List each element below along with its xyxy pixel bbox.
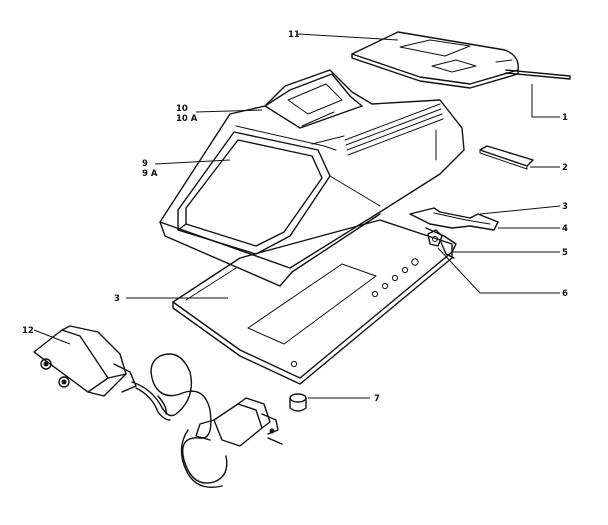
part-2-strip (479, 145, 534, 170)
callout-10: 10 10 A (176, 104, 198, 124)
callout-3-lower: 3 (114, 294, 120, 304)
callout-labels: 11 1 2 3 4 5 6 7 10 10 A 9 9 A 3 12 (22, 30, 568, 404)
callout-4: 4 (562, 224, 568, 234)
part-3-base-tray (172, 219, 453, 385)
part-1-rod (505, 69, 571, 80)
callout-6: 6 (562, 289, 568, 299)
callout-5: 5 (562, 248, 568, 258)
leader-lines (33, 33, 561, 399)
part-12-power-cord (33, 325, 283, 488)
part-11-top-cover (351, 31, 519, 89)
callout-12: 12 (22, 326, 34, 336)
part-7-foot (289, 393, 307, 412)
callout-11: 11 (288, 30, 300, 40)
part-9-10-housing (159, 69, 465, 287)
callout-3-upper: 3 (562, 202, 568, 212)
part-4-latch-plate (409, 207, 499, 231)
callout-1: 1 (562, 113, 568, 123)
callout-9: 9 9 A (142, 159, 158, 179)
callout-7: 7 (374, 394, 380, 404)
callout-2: 2 (562, 163, 568, 173)
